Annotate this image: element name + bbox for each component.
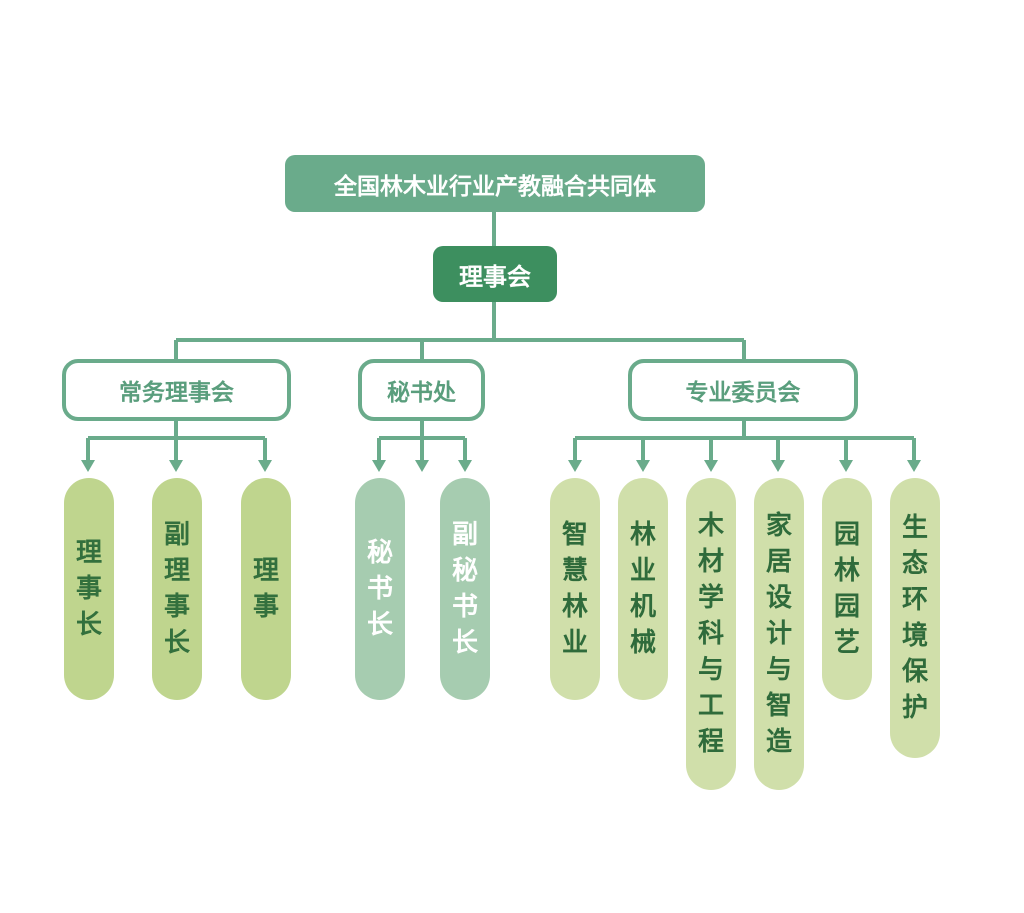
group-label: 秘书处 xyxy=(387,380,456,406)
root-label: 全国林木业行业产教融合共同体 xyxy=(334,173,656,200)
member-pill: 智慧林业 xyxy=(550,478,600,700)
member-label: 家居设计与智造 xyxy=(765,511,792,757)
member-label: 园林园艺 xyxy=(833,520,860,658)
member-label: 秘书长 xyxy=(366,538,393,640)
member-label: 生态环境保护 xyxy=(901,513,928,723)
group-standing-council: 常务理事会 xyxy=(62,359,291,421)
group-secretariat: 秘书处 xyxy=(358,359,485,421)
member-label: 副秘书长 xyxy=(451,520,478,658)
member-pill: 家居设计与智造 xyxy=(754,478,804,790)
member-pill: 林业机械 xyxy=(618,478,668,700)
root-node: 全国林木业行业产教融合共同体 xyxy=(285,155,705,212)
member-label: 林业机械 xyxy=(629,520,656,658)
council-label: 理事会 xyxy=(459,262,531,291)
member-label: 理事长 xyxy=(75,538,102,640)
group-label: 常务理事会 xyxy=(119,380,234,406)
member-pill: 副秘书长 xyxy=(440,478,490,700)
member-label: 智慧林业 xyxy=(561,520,588,658)
member-label: 木材学科与工程 xyxy=(697,511,724,757)
member-label: 副理事长 xyxy=(163,520,190,658)
member-pill: 生态环境保护 xyxy=(890,478,940,758)
group-label: 专业委员会 xyxy=(685,380,801,406)
member-pill: 理事长 xyxy=(64,478,114,700)
council-node: 理事会 xyxy=(433,246,557,302)
group-committees: 专业委员会 xyxy=(628,359,858,421)
member-pill: 副理事长 xyxy=(152,478,202,700)
member-label: 理事 xyxy=(252,556,279,622)
member-pill: 理事 xyxy=(241,478,291,700)
member-pill: 园林园艺 xyxy=(822,478,872,700)
member-pill: 木材学科与工程 xyxy=(686,478,736,790)
member-pill: 秘书长 xyxy=(355,478,405,700)
arrowheads xyxy=(81,460,921,472)
